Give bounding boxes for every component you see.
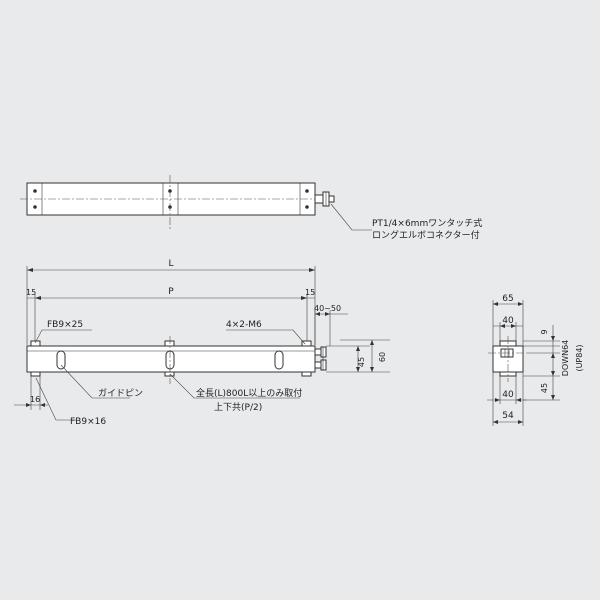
- guide-pin-slot-left: [56, 350, 66, 370]
- side-width-40-bottom-label: 40: [502, 390, 514, 400]
- side-view: 65 40 9 DOWN64 (UP84) 45: [487, 294, 584, 426]
- front-view: L P 15 15: [14, 259, 390, 427]
- fb-top-label: FB9×25: [47, 320, 83, 330]
- side-dim-9-label: 9: [540, 329, 549, 334]
- pitch-label: P: [168, 287, 174, 297]
- side-up-label: (UP84): [575, 344, 584, 371]
- guide-pin-label: ガイドピン: [98, 388, 143, 399]
- connector-label-1: PT1/4×6mmワンタッチ式: [372, 217, 482, 229]
- overall-note-line1: 全長(L)800L以上のみ取付: [196, 387, 302, 399]
- connector-label-2: ロングエルボコネクター付: [372, 229, 480, 241]
- height-60-label: 60: [378, 352, 387, 362]
- overall-note-line2: 上下共(P/2): [214, 402, 262, 413]
- side-width-54-label: 54: [502, 411, 514, 421]
- side-width-65-label: 65: [502, 294, 513, 304]
- top-view: PT1/4×6mmワンタッチ式 ロングエルボコネクター付: [20, 175, 482, 241]
- front-view-body: [26, 345, 316, 373]
- end-offset-right: 15: [305, 288, 315, 297]
- elbow-connector-front: [314, 346, 327, 371]
- elbow-connector-top: [314, 191, 335, 207]
- length-label: L: [168, 259, 173, 269]
- end-offset-left: 15: [26, 288, 36, 297]
- connector-range-label: 40~50: [314, 304, 341, 313]
- connector-leader: [330, 203, 372, 231]
- guide-pin-slot-right: [274, 350, 284, 370]
- side-dim-45-label: 45: [540, 383, 549, 393]
- dim-16-label: 16: [30, 395, 40, 404]
- fb-bottom-label: FB9×16: [70, 417, 106, 427]
- side-width-40-top-label: 40: [502, 316, 514, 326]
- tap-label: 4×2-M6: [226, 320, 262, 330]
- side-down-label: DOWN64: [561, 340, 570, 377]
- guide-pin-slot-center: [165, 350, 175, 370]
- height-45-label: 45: [357, 357, 366, 367]
